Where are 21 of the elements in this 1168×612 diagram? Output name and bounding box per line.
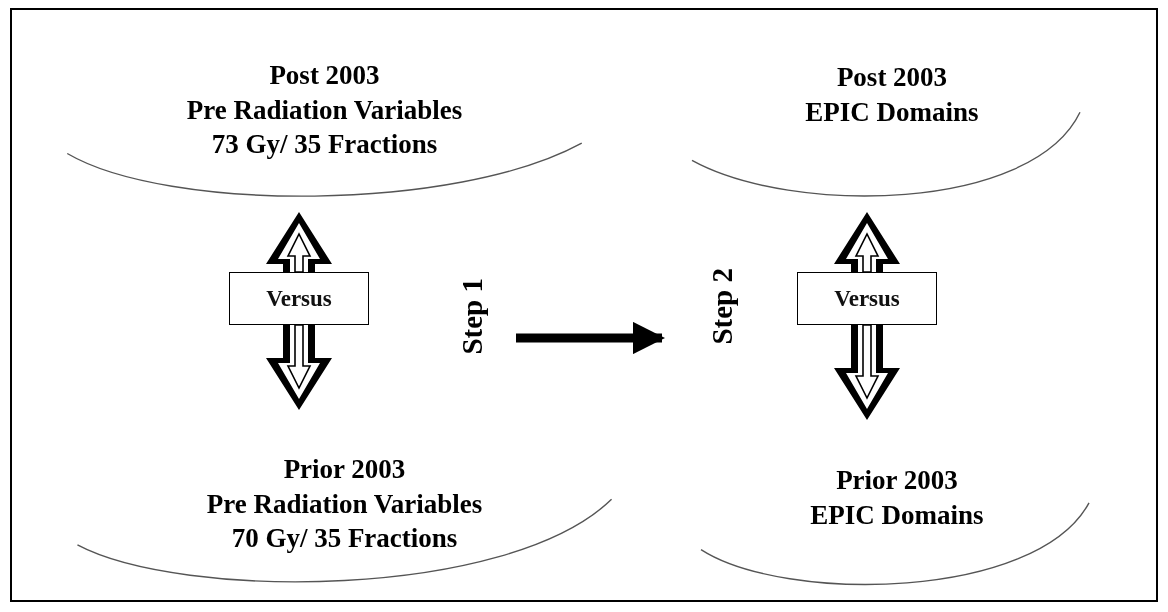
group-label: Pre Radiation Variables [206, 487, 483, 521]
group-heading: Prior 2003 [836, 464, 958, 497]
hollow-arrow [834, 212, 900, 273]
comparison-label: Versus [266, 285, 332, 312]
group-label: EPIC Domains [805, 95, 979, 129]
comparison-box [797, 272, 937, 325]
arrow [516, 321, 666, 355]
hollow-arrow [266, 324, 332, 410]
group-heading: Prior 2003 [283, 453, 406, 486]
group-label: 73 Gy/ 35 Fractions [211, 128, 438, 162]
group-heading: Post 2003 [269, 59, 380, 92]
comparison-label: Versus [834, 285, 900, 312]
group-label: Pre Radiation Variables [186, 93, 463, 127]
comparison-box [229, 272, 369, 325]
hollow-arrow [266, 212, 332, 273]
group-label: EPIC Domains [810, 498, 984, 532]
group-label: 70 Gy/ 35 Fractions [231, 522, 458, 556]
hollow-arrow [834, 324, 900, 420]
step-label: Step 2 [707, 267, 737, 345]
step-label: Step 1 [457, 277, 487, 355]
group-heading: Post 2003 [836, 61, 948, 94]
